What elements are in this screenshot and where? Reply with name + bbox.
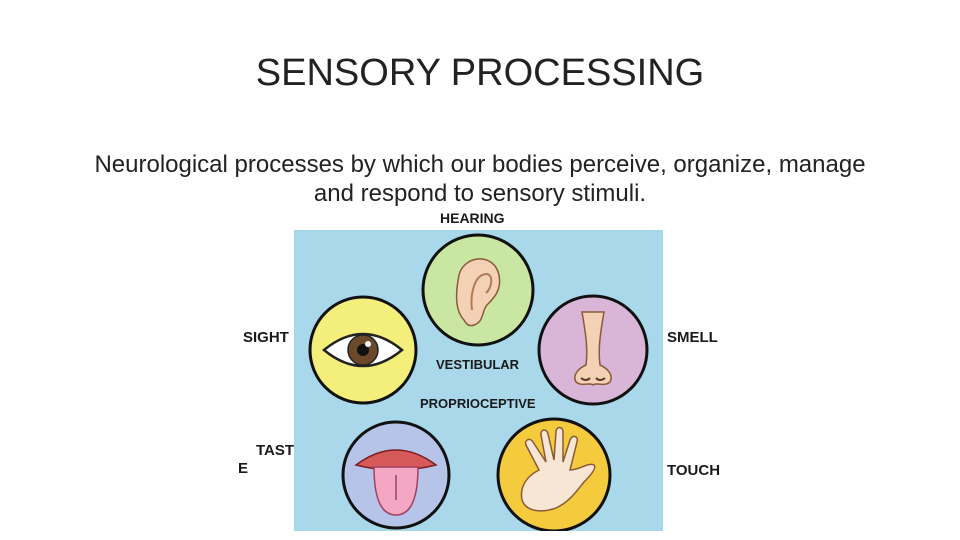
- touch-label: TOUCH: [667, 462, 721, 479]
- sight-label: SIGHT: [243, 329, 289, 346]
- senses-diagram-panel: VESTIBULAR PROPRIOCEPTIVE: [294, 230, 663, 531]
- taste-circle: [341, 420, 451, 530]
- hearing-circle: [421, 233, 535, 347]
- vestibular-label: VESTIBULAR: [436, 357, 520, 372]
- ear-icon: [455, 258, 501, 327]
- tongue-icon: [354, 449, 438, 516]
- slide-title: SENSORY PROCESSING: [255, 52, 705, 94]
- eye-icon: [322, 332, 404, 368]
- hand-icon: [520, 426, 596, 512]
- subtitle-line-2: and respond to sensory stimuli.: [313, 180, 647, 207]
- smell-circle: [537, 294, 649, 406]
- smell-label: SMELL: [667, 329, 718, 346]
- subtitle-line-1: Neurological processes by which our bodi…: [94, 151, 866, 178]
- taste-label-part1: TAST: [256, 442, 295, 459]
- hearing-label: HEARING: [440, 210, 505, 226]
- nose-icon: [574, 311, 612, 387]
- touch-circle: [496, 417, 612, 531]
- taste-label-part2: E: [238, 460, 249, 477]
- slide-subtitle: Neurological processes by which our bodi…: [60, 150, 900, 208]
- senses-illustration: [308, 233, 649, 531]
- sight-circle: [308, 295, 418, 405]
- proprioceptive-label: PROPRIOCEPTIVE: [420, 396, 536, 411]
